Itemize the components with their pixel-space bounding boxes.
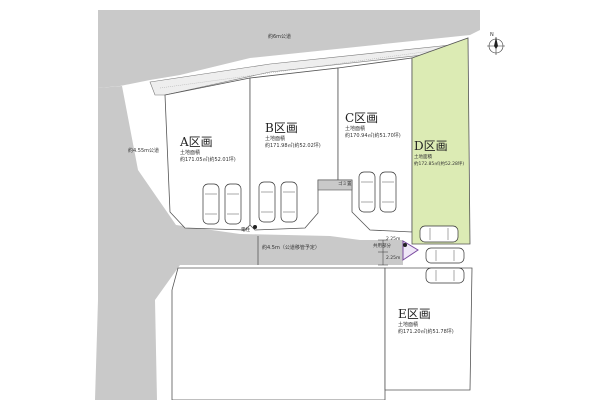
west-road-label: 約4.55m公道 [128, 147, 159, 154]
lot-d-title: D区画 [414, 139, 448, 153]
road-network [95, 10, 480, 400]
car-icon [224, 183, 242, 225]
car-icon [280, 181, 298, 223]
lot-c-title: C区画 [345, 111, 378, 125]
garbage-label: ゴミ置 [338, 180, 352, 187]
lot-a-title: A区画 [179, 135, 213, 149]
car-icon [419, 225, 459, 243]
lot-d-area: 約172.85㎡(約52.28坪) [414, 160, 464, 167]
car-icon [425, 267, 465, 284]
car-icon [202, 183, 220, 225]
west-road [95, 86, 403, 400]
north-road [98, 10, 480, 88]
lot-b-area-label: 土地面積 [265, 135, 285, 142]
access-stub [317, 179, 353, 191]
car-windows [205, 181, 455, 281]
dimension-label-1: 2.25m [386, 236, 400, 242]
lot-d-area-label: 土地面積 [414, 153, 432, 160]
center-road-label: 約4.5m（公道移管予定） [262, 244, 320, 251]
lot-e-area-label: 土地面積 [398, 321, 418, 328]
lot-e [171, 267, 473, 400]
lot-d [411, 37, 471, 245]
dimension-label-2: 2.25m [386, 255, 400, 261]
north-label: N [490, 32, 494, 38]
car-icon [425, 247, 465, 264]
car-icon [358, 171, 376, 213]
lot-e-title: E区画 [398, 307, 431, 321]
dimension-marks [378, 239, 388, 266]
lot-c-area-label: 土地面積 [345, 125, 365, 132]
lot-a-area: 約171.05㎡(約52.01坪) [180, 156, 236, 163]
utility-pole-icon [253, 225, 257, 229]
shared-part-label: 共用部分 [373, 242, 391, 249]
north-arrow-icon [487, 37, 505, 55]
north-road-label: 約6m公道 [268, 33, 291, 40]
lot-c-area: 約170.94㎡(約51.70坪) [345, 132, 401, 139]
car-icon [258, 181, 276, 223]
lot-e-area: 約171.20㎡(約51.78坪) [398, 328, 454, 335]
lot-b-area: 約171.98㎡(約52.02坪) [265, 142, 321, 149]
lot-a-area-label: 土地面積 [180, 149, 200, 156]
utility-pole-icon-2 [403, 243, 407, 247]
car-icon [379, 171, 397, 213]
lot-b-title: B区画 [265, 121, 298, 135]
pole-label: 電柱 [241, 226, 250, 233]
